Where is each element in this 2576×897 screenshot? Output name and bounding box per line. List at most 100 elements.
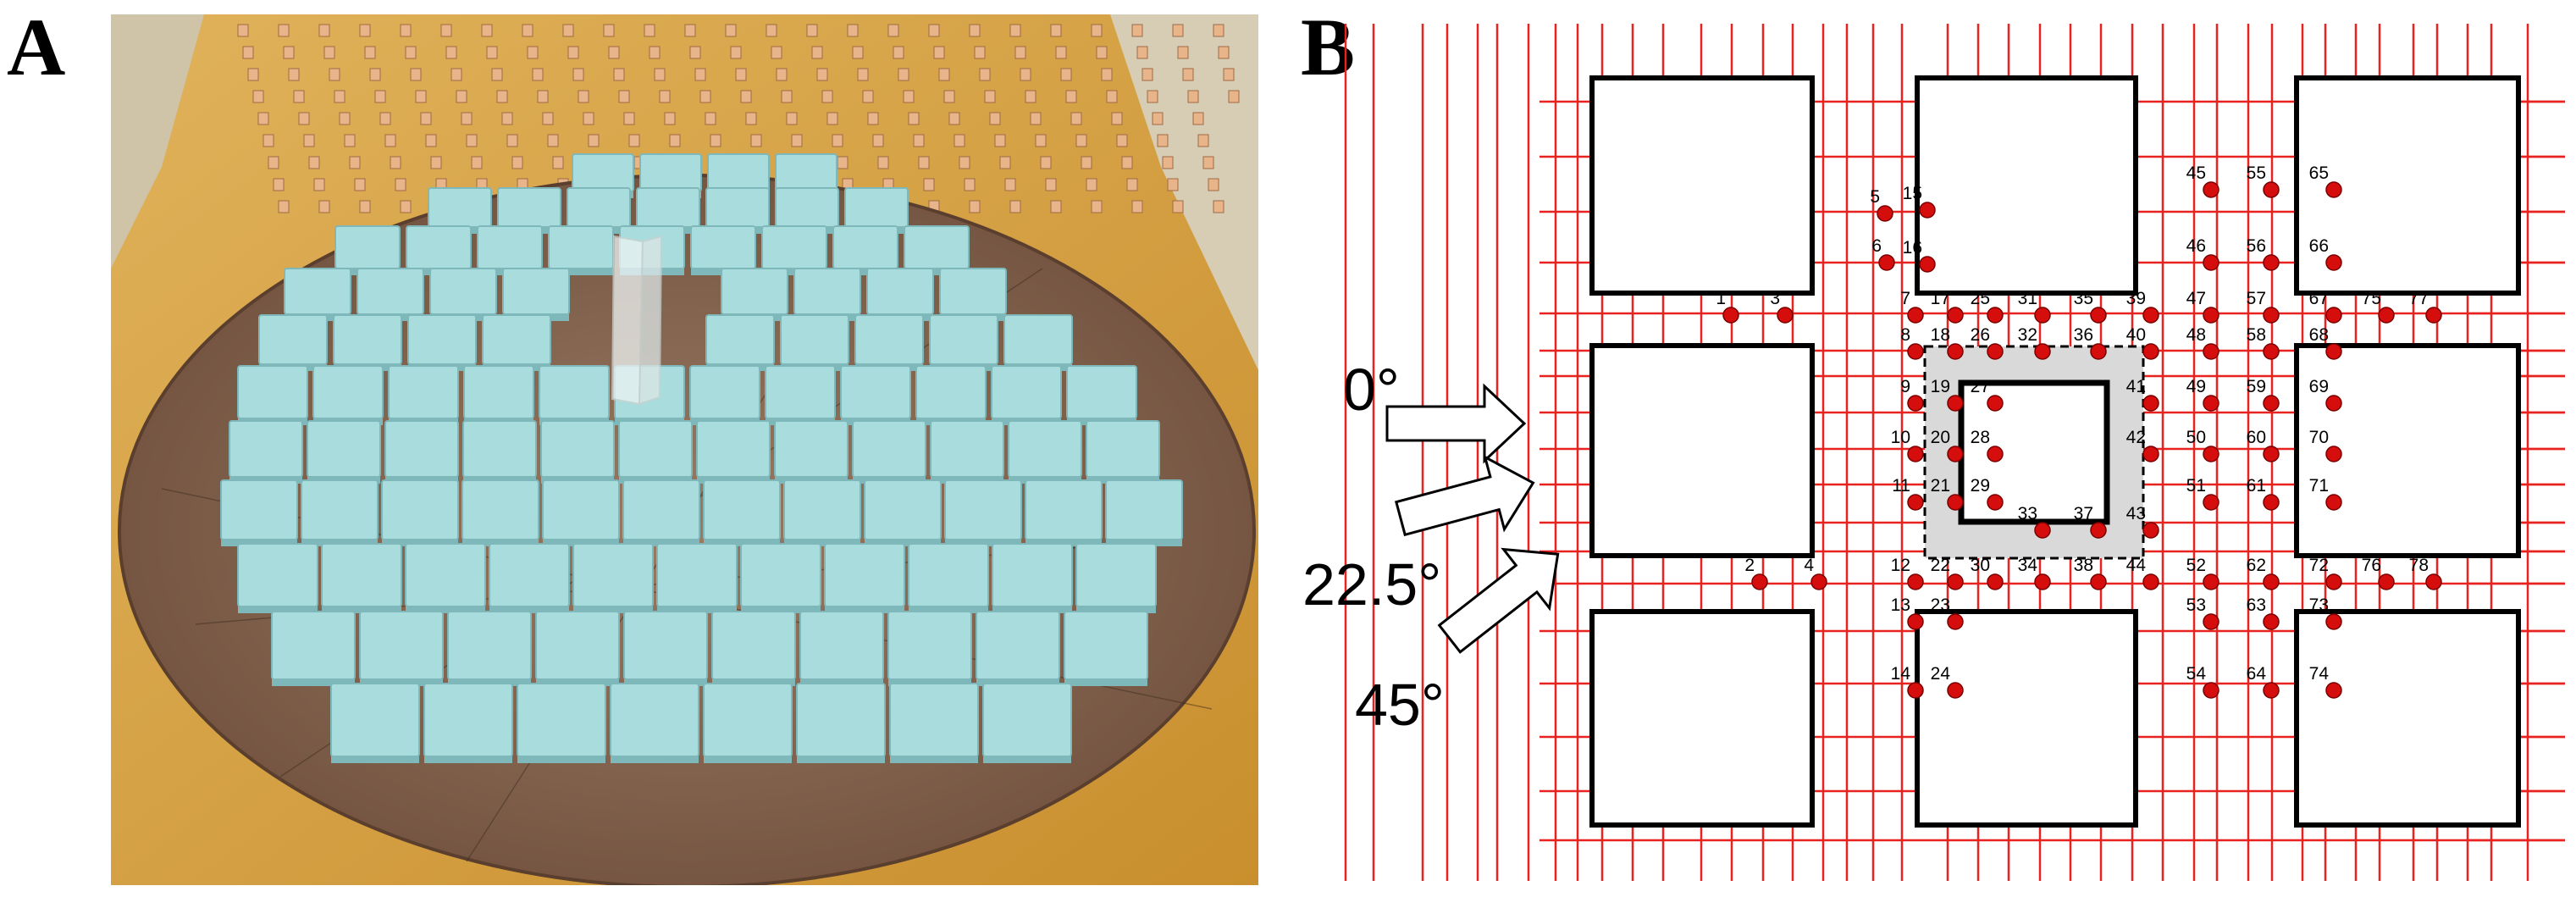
building-model-block-side xyxy=(890,756,978,763)
measurement-point-label: 76 xyxy=(2362,556,2381,575)
building-model-block-side xyxy=(784,540,860,546)
measurement-point-label: 65 xyxy=(2309,163,2329,183)
measurement-point: 4 xyxy=(1804,556,1827,590)
measurement-point-dot xyxy=(2142,307,2159,324)
roughness-peg xyxy=(654,68,666,81)
measurement-point-label: 4 xyxy=(1804,556,1814,575)
roughness-peg xyxy=(1116,134,1128,147)
roughness-peg xyxy=(252,90,264,103)
measurement-point: 15 xyxy=(1903,184,1936,219)
measurement-point-label: 59 xyxy=(2247,377,2266,396)
measurement-point-dot xyxy=(1987,343,2004,360)
measurement-point-label: 3 xyxy=(1770,289,1780,308)
roughness-peg xyxy=(471,156,483,169)
building-model-block xyxy=(539,365,610,419)
measurement-point-dot xyxy=(2203,254,2219,271)
measurement-point-dot xyxy=(2142,395,2159,412)
roughness-peg xyxy=(461,112,473,125)
measurement-point-dot xyxy=(2325,446,2342,462)
building-model-block xyxy=(220,479,298,540)
measurement-point-dot xyxy=(2263,613,2280,630)
roughness-peg xyxy=(969,200,981,213)
measurement-point: 57 xyxy=(2247,289,2280,324)
building-model-block xyxy=(407,314,477,365)
measurement-point-label: 64 xyxy=(2247,664,2267,684)
roughness-peg xyxy=(451,68,462,81)
measurement-point-dot xyxy=(2325,395,2342,412)
building-model-block xyxy=(854,314,924,365)
measurement-point-label: 38 xyxy=(2074,556,2093,575)
building-model-block xyxy=(636,187,700,228)
measurement-point-dot xyxy=(2425,573,2442,590)
roughness-peg xyxy=(689,46,701,59)
measurement-point: 45 xyxy=(2186,163,2219,198)
measurement-point: 37 xyxy=(2074,504,2107,539)
roughness-peg xyxy=(852,46,864,59)
roughness-peg xyxy=(506,134,518,147)
building-model-block xyxy=(517,683,606,757)
roughness-peg xyxy=(1167,178,1179,191)
measurement-point: 74 xyxy=(2309,664,2342,699)
measurement-point-dot xyxy=(2425,307,2442,324)
building-model-block xyxy=(423,683,513,757)
roughness-peg xyxy=(954,134,965,147)
building-model-block xyxy=(284,268,351,315)
measurement-point-label: 23 xyxy=(1931,595,1950,615)
roughness-peg xyxy=(791,134,803,147)
measurement-point: 29 xyxy=(1971,476,2004,511)
building-model-block xyxy=(976,611,1060,680)
building-model-block-side xyxy=(904,269,969,275)
roughness-peg xyxy=(1060,68,1072,81)
measurement-point: 56 xyxy=(2247,236,2280,271)
measurement-point: 19 xyxy=(1931,377,1964,412)
building-model-block-side xyxy=(741,606,821,613)
roughness-peg xyxy=(872,134,884,147)
measurement-point-dot xyxy=(1987,494,2004,511)
roughness-peg xyxy=(410,68,422,81)
roughness-peg xyxy=(384,134,396,147)
building-model-block xyxy=(844,187,909,228)
measurement-point: 21 xyxy=(1931,476,1964,511)
building-model-block-side xyxy=(833,269,898,275)
building-model-block-side xyxy=(424,756,512,763)
building-model-block xyxy=(482,314,551,365)
roughness-peg xyxy=(608,46,620,59)
measurement-point: 6 xyxy=(1871,236,1895,271)
building-model-block xyxy=(405,543,486,607)
building-model-block xyxy=(1075,543,1157,607)
measurement-point-dot xyxy=(2203,307,2219,324)
measurement-point-dot xyxy=(1777,307,1794,324)
roughness-peg xyxy=(1208,178,1219,191)
roughness-peg xyxy=(964,178,976,191)
measurement-point-dot xyxy=(2090,522,2107,539)
roughness-peg xyxy=(1131,24,1143,37)
measurement-point-dot xyxy=(1907,494,1924,511)
building-model-block xyxy=(982,683,1072,757)
measurement-point-dot xyxy=(2034,522,2051,539)
measurement-point-label: 51 xyxy=(2186,476,2206,496)
measurement-point-label: 71 xyxy=(2309,476,2329,496)
panel-a-label: A xyxy=(7,2,66,92)
roughness-peg xyxy=(247,68,259,81)
measurement-point-dot xyxy=(1947,613,1964,630)
measurement-point: 63 xyxy=(2247,595,2280,630)
building-model-block xyxy=(639,153,702,192)
roughness-peg xyxy=(1086,178,1097,191)
roughness-peg xyxy=(364,46,376,59)
building-model-block xyxy=(703,479,781,540)
measurement-point-dot xyxy=(1947,573,1964,590)
measurement-point-label: 75 xyxy=(2362,289,2381,308)
roughness-peg xyxy=(445,46,457,59)
roughness-peg xyxy=(984,90,996,103)
roughness-peg xyxy=(867,112,879,125)
measurement-point-label: 46 xyxy=(2186,236,2206,256)
measurement-point-label: 62 xyxy=(2247,556,2266,575)
measurement-point: 73 xyxy=(2309,595,2342,630)
roughness-peg xyxy=(669,134,681,147)
measurement-point: 72 xyxy=(2309,556,2342,590)
measurement-point-label: 21 xyxy=(1931,476,1950,496)
measurement-point-label: 18 xyxy=(1931,325,1950,345)
building-model-block xyxy=(462,420,537,478)
building-model-block xyxy=(866,268,934,315)
building-model-block-side xyxy=(238,606,318,613)
